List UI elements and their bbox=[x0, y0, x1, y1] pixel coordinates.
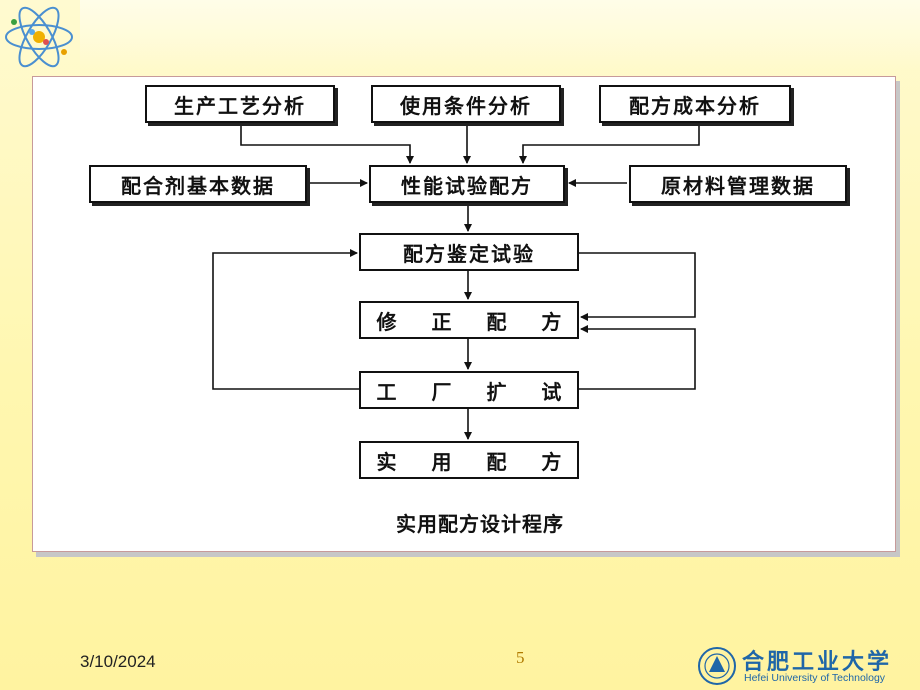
logo-english-text: Hefei University of Technology bbox=[744, 672, 886, 684]
page-number: 5 bbox=[516, 648, 525, 667]
usage-analysis-box: 使用条件分析 bbox=[371, 85, 561, 123]
diagram-frame: 生产工艺分析 使用条件分析 配方成本分析 配合剂基本数据 性能试验配方 原材料管… bbox=[32, 76, 896, 552]
cost-analysis-box: 配方成本分析 bbox=[599, 85, 791, 123]
practical-formula-box: 实 用 配 方 bbox=[359, 441, 579, 479]
university-logo-icon bbox=[698, 647, 736, 685]
connectors bbox=[212, 123, 700, 440]
logo-chinese-text: 合肥工业大学 bbox=[742, 649, 893, 675]
material-data-box: 原材料管理数据 bbox=[629, 165, 847, 203]
formula-test-box: 配方鉴定试验 bbox=[359, 233, 579, 271]
compounding-data-box: 配合剂基本数据 bbox=[89, 165, 307, 203]
university-logo: 合肥工业大学 Hefei University of Technology bbox=[694, 642, 920, 690]
factory-trial-box: 工 厂 扩 试 bbox=[359, 371, 579, 409]
revise-formula-box: 修 正 配 方 bbox=[359, 301, 579, 339]
process-analysis-box: 生产工艺分析 bbox=[145, 85, 335, 123]
performance-formula-box: 性能试验配方 bbox=[369, 165, 565, 203]
atom-icon bbox=[5, 6, 73, 68]
diagram-caption: 实用配方设计程序 bbox=[396, 512, 564, 536]
footer-date: 3/10/2024 bbox=[80, 652, 156, 671]
header-glow bbox=[80, 0, 920, 70]
